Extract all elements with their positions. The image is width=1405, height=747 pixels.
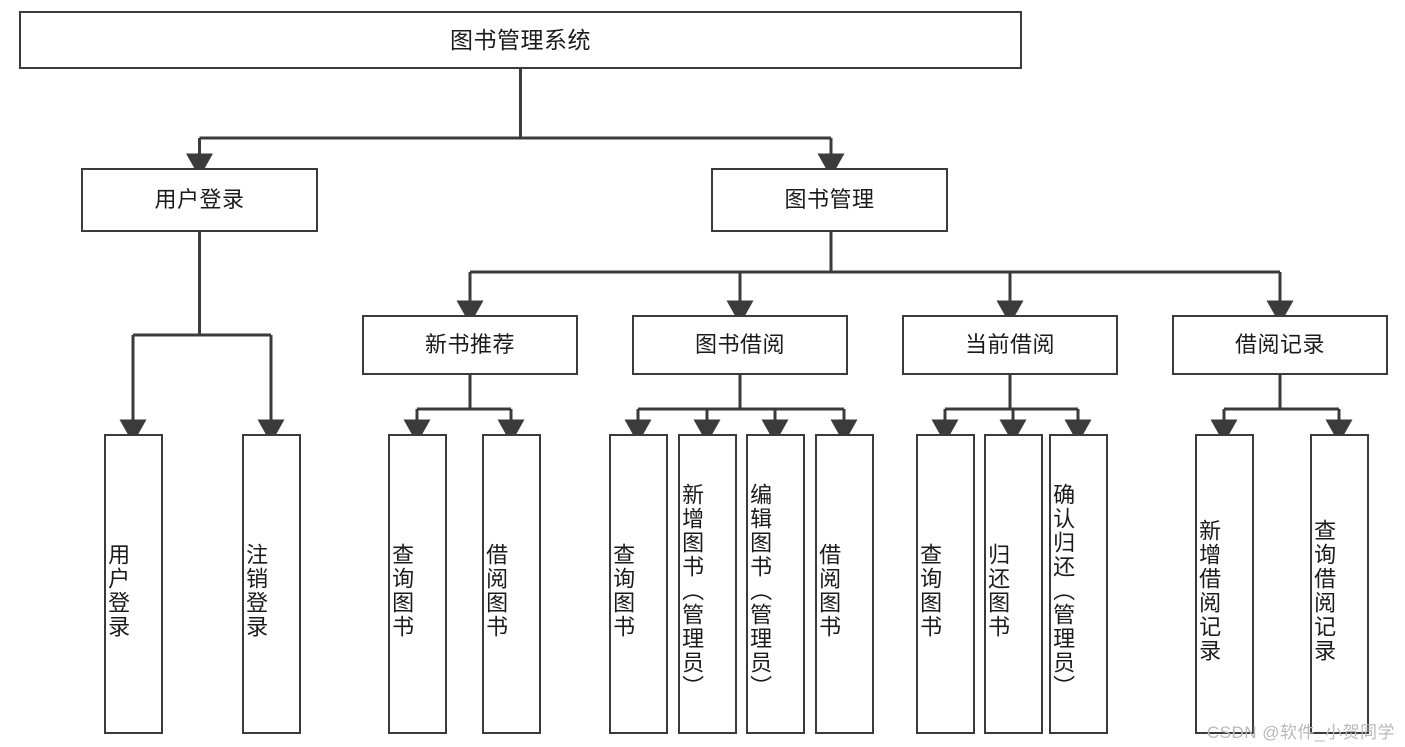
- node-book-management[interactable]: 图书管理: [711, 168, 948, 232]
- node-label: 新书推荐: [424, 332, 515, 358]
- node-label: 确认归还（管理员）: [1050, 483, 1076, 699]
- node-user-login[interactable]: 用户登录: [81, 168, 318, 232]
- leaf-current-borrow-query[interactable]: 查询图书: [916, 434, 975, 734]
- node-current-borrow[interactable]: 当前借阅: [902, 315, 1118, 375]
- node-label: 借阅图书: [816, 543, 842, 639]
- node-label: 查询借阅记录: [1311, 519, 1337, 663]
- node-label: 当前借阅: [964, 332, 1055, 358]
- leaf-user-login-logout[interactable]: 注销登录: [242, 434, 301, 734]
- node-label: 查询图书: [389, 543, 415, 639]
- node-label: 用户登录: [154, 187, 245, 213]
- leaf-book-borrow-query[interactable]: 查询图书: [609, 434, 668, 734]
- node-label: 查询图书: [917, 543, 943, 639]
- node-label: 借阅记录: [1234, 332, 1325, 358]
- node-label: 新增图书（管理员）: [679, 483, 705, 699]
- node-new-book-recommend[interactable]: 新书推荐: [362, 315, 578, 375]
- node-label: 借阅图书: [483, 543, 509, 639]
- leaf-current-borrow-confirm-return[interactable]: 确认归还（管理员）: [1049, 434, 1108, 734]
- leaf-new-book-query[interactable]: 查询图书: [388, 434, 447, 734]
- node-label: 用户登录: [105, 543, 131, 639]
- leaf-user-login-login[interactable]: 用户登录: [104, 434, 163, 734]
- node-label: 编辑图书（管理员）: [747, 483, 773, 699]
- node-label: 图书管理: [784, 187, 875, 213]
- node-label: 新增借阅记录: [1196, 519, 1222, 663]
- leaf-borrow-record-query[interactable]: 查询借阅记录: [1310, 434, 1369, 734]
- node-borrow-record[interactable]: 借阅记录: [1172, 315, 1388, 375]
- node-label: 图书管理系统: [450, 26, 591, 53]
- leaf-book-borrow-edit[interactable]: 编辑图书（管理员）: [746, 434, 805, 734]
- leaf-new-book-borrow[interactable]: 借阅图书: [482, 434, 541, 734]
- node-label: 注销登录: [243, 543, 269, 639]
- node-book-borrow[interactable]: 图书借阅: [632, 315, 848, 375]
- leaf-borrow-record-add[interactable]: 新增借阅记录: [1195, 434, 1254, 734]
- leaf-book-borrow-add[interactable]: 新增图书（管理员）: [678, 434, 737, 734]
- node-label: 归还图书: [985, 543, 1011, 639]
- node-label: 图书借阅: [694, 332, 785, 358]
- node-label: 查询图书: [610, 543, 636, 639]
- leaf-book-borrow-borrow[interactable]: 借阅图书: [815, 434, 874, 734]
- node-root-library-management-system[interactable]: 图书管理系统: [19, 11, 1022, 69]
- leaf-current-borrow-return[interactable]: 归还图书: [984, 434, 1043, 734]
